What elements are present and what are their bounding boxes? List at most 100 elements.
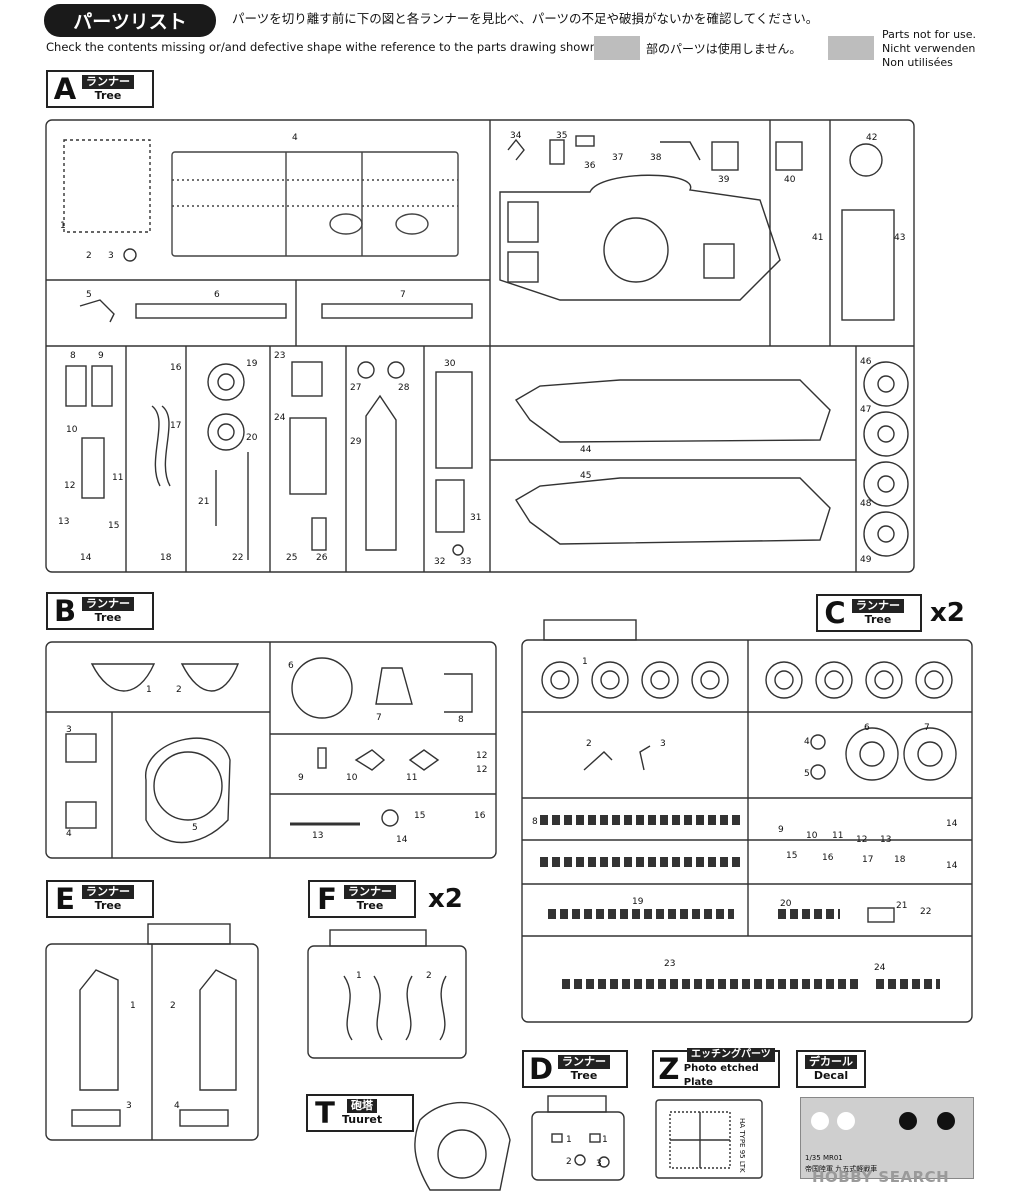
svg-text:9: 9 xyxy=(98,351,104,361)
runner-d-letter: D xyxy=(528,1052,554,1086)
svg-text:20: 20 xyxy=(246,433,258,443)
svg-text:1: 1 xyxy=(356,971,362,981)
svg-text:48: 48 xyxy=(860,499,872,509)
unused-swatch-2 xyxy=(828,36,874,60)
runner-a-jp: ランナー xyxy=(82,75,134,89)
runner-f-frame xyxy=(307,929,467,1059)
svg-text:16: 16 xyxy=(822,853,834,863)
decal-roundel-white-2 xyxy=(837,1112,855,1130)
watermark: HOBBY SEARCH xyxy=(812,1168,950,1186)
svg-text:4: 4 xyxy=(174,1101,180,1111)
decal-jp: デカール xyxy=(805,1055,857,1069)
svg-text:21: 21 xyxy=(198,497,209,507)
runner-z-letter: Z xyxy=(658,1052,680,1086)
sprockets-c6-c7 xyxy=(845,727,957,781)
etch-sheet xyxy=(655,1099,763,1179)
fender-29 xyxy=(365,394,397,551)
svg-text:21: 21 xyxy=(896,901,907,911)
svg-text:18: 18 xyxy=(894,855,906,865)
runner-f-en: Tree xyxy=(356,899,384,912)
side-hull-45 xyxy=(515,477,831,545)
svg-text:10: 10 xyxy=(346,773,358,783)
runner-b-letter: B xyxy=(53,594,77,628)
svg-text:14: 14 xyxy=(946,819,958,829)
svg-text:44: 44 xyxy=(580,445,592,455)
svg-text:49: 49 xyxy=(860,555,872,565)
svg-text:20: 20 xyxy=(780,899,792,909)
svg-text:10: 10 xyxy=(806,831,818,841)
runner-f-jp: ランナー xyxy=(344,885,396,899)
svg-text:43: 43 xyxy=(894,233,905,243)
svg-text:2: 2 xyxy=(86,251,92,261)
svg-text:11: 11 xyxy=(406,773,417,783)
svg-text:22: 22 xyxy=(232,553,243,563)
svg-text:41: 41 xyxy=(812,233,823,243)
small-parts-34-40 xyxy=(507,135,803,171)
runner-e-jp: ランナー xyxy=(82,885,134,899)
road-wheels-46-49 xyxy=(863,361,909,557)
turret-letter: T xyxy=(315,1096,335,1130)
decal-en: Decal xyxy=(813,1069,849,1082)
svg-text:15: 15 xyxy=(108,521,119,531)
decal-scale-label: 1/35 MR01 xyxy=(805,1154,843,1162)
svg-text:13: 13 xyxy=(312,831,323,841)
svg-text:2: 2 xyxy=(170,1001,176,1011)
instruction-jp: パーツを切り離す前に下の図と各ランナーを見比べ、パーツの不足や破損がないかを確認… xyxy=(232,11,819,26)
runner-c-letter: C xyxy=(824,596,846,630)
svg-text:5: 5 xyxy=(192,823,198,833)
runner-b-frame xyxy=(45,641,497,859)
svg-text:3: 3 xyxy=(126,1101,132,1111)
svg-text:22: 22 xyxy=(920,907,931,917)
sprockets-19-20 xyxy=(207,363,245,451)
svg-text:35: 35 xyxy=(556,131,567,141)
svg-text:2: 2 xyxy=(176,685,182,695)
svg-text:26: 26 xyxy=(316,553,328,563)
side-hull-44 xyxy=(514,379,831,443)
runner-a-en: Tree xyxy=(94,89,122,102)
hull-floor-part-4 xyxy=(171,151,459,257)
svg-text:32: 32 xyxy=(434,557,445,567)
svg-text:6: 6 xyxy=(214,290,220,300)
svg-text:28: 28 xyxy=(398,383,410,393)
svg-text:3: 3 xyxy=(596,1159,602,1169)
svg-text:2: 2 xyxy=(586,739,592,749)
runner-z-jp: エッチングパーツ xyxy=(686,1048,775,1062)
svg-text:4: 4 xyxy=(292,133,298,143)
turret-en: Tuuret xyxy=(342,1113,383,1126)
svg-text:2: 2 xyxy=(426,971,432,981)
svg-text:1: 1 xyxy=(60,221,66,231)
svg-text:9: 9 xyxy=(298,773,304,783)
svg-text:2: 2 xyxy=(566,1157,572,1167)
suspension-arm-17 xyxy=(151,405,171,487)
svg-text:14: 14 xyxy=(80,553,92,563)
svg-text:4: 4 xyxy=(804,737,810,747)
svg-text:3: 3 xyxy=(66,725,72,735)
svg-text:10: 10 xyxy=(66,425,78,435)
unused-swatch xyxy=(594,36,640,60)
svg-text:12: 12 xyxy=(64,481,75,491)
runner-e-frame xyxy=(45,923,259,1141)
svg-text:6: 6 xyxy=(288,661,294,671)
decal-roundel-white-1 xyxy=(811,1112,829,1130)
decal-roundel-black-2 xyxy=(937,1112,955,1130)
svg-text:11: 11 xyxy=(832,831,843,841)
runner-a-frame xyxy=(45,119,915,573)
svg-text:14: 14 xyxy=(396,835,408,845)
svg-text:16: 16 xyxy=(474,811,486,821)
svg-text:37: 37 xyxy=(612,153,623,163)
track-bar-6 xyxy=(135,303,287,319)
svg-text:19: 19 xyxy=(246,359,258,369)
runner-z-en: Photo etched Plate xyxy=(683,1063,759,1088)
etch-label: HA TYPE 95 LTK xyxy=(738,1118,746,1173)
svg-text:8: 8 xyxy=(458,715,464,725)
svg-text:1: 1 xyxy=(582,657,588,667)
svg-text:12: 12 xyxy=(476,765,487,775)
svg-text:1: 1 xyxy=(146,685,152,695)
runner-c-frame xyxy=(521,619,973,1023)
svg-text:30: 30 xyxy=(444,359,456,369)
svg-text:12: 12 xyxy=(856,835,867,845)
